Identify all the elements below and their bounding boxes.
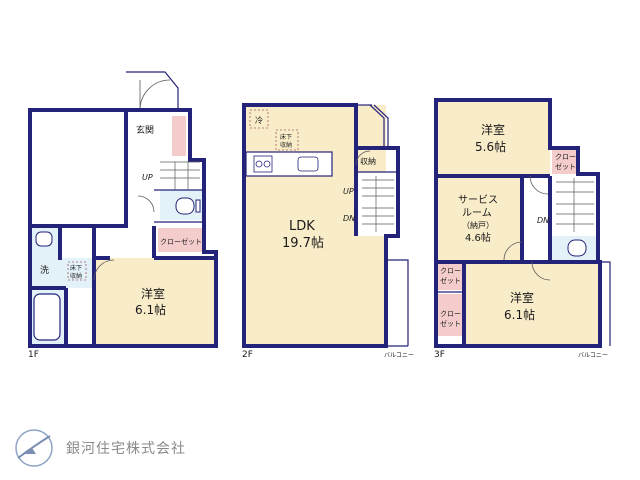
- f2-floor-storage-1: 床下: [280, 133, 292, 141]
- f3-floor-label: 3F: [434, 350, 445, 360]
- floor-2: 冷 床下 収納 収納 UP DN LDK 19.7帖 2F バルコニー: [242, 103, 414, 360]
- f1-storage-label-2: 収納: [70, 272, 82, 280]
- f3-western-room-1: [436, 100, 550, 176]
- f3-closet3-label-1: クロー: [440, 310, 461, 318]
- f1-closet: [158, 228, 204, 252]
- f3-western-room-2: [464, 262, 600, 346]
- f3-service-size: 4.6帖: [465, 231, 491, 244]
- f2-storage-label: 収納: [360, 156, 376, 166]
- f1-western-room: [94, 258, 216, 346]
- f2-ldk-size: 19.7帖: [282, 236, 324, 251]
- f3-closet-3: [436, 294, 464, 336]
- f1-closet-label: クローゼット: [160, 237, 202, 246]
- f2-dn-label: DN: [343, 214, 355, 223]
- floor-3: 洋室 5.6帖 クロー ゼット サービス ルーム （納戸） 4.6帖 DN クロ…: [434, 98, 611, 360]
- f2-storage: [356, 148, 382, 172]
- f1-wash-label: 洗: [40, 264, 49, 276]
- f1-room-name: 洋室: [141, 286, 165, 301]
- f3-room2-size: 6.1帖: [504, 307, 535, 322]
- f2-floor-storage-2: 収納: [280, 141, 292, 149]
- f3-service-label-1: サービス: [458, 194, 498, 206]
- f3-balcony-label: バルコニー: [578, 352, 608, 359]
- f3-closet2-label-1: クロー: [440, 267, 461, 275]
- f3-service-room: [436, 176, 522, 260]
- f3-closet1-label-2: ゼット: [555, 162, 576, 171]
- f1-entrance-label: 玄関: [136, 124, 154, 136]
- company-name: 銀河住宅株式会社: [66, 441, 186, 457]
- f3-room1-name: 洋室: [481, 122, 505, 137]
- f1-laundry: [30, 258, 94, 288]
- f3-service-label-2: ルーム: [462, 207, 492, 219]
- f3-dn-label: DN: [537, 216, 549, 225]
- f3-closet2-label-2: ゼット: [440, 276, 461, 285]
- f2-ldk-name: LDK: [289, 219, 315, 234]
- f3-closet-1: [552, 148, 578, 174]
- company-logo: 銀河住宅株式会社: [10, 424, 186, 472]
- f1-room-size: 6.1帖: [135, 302, 166, 317]
- f3-room2-name: 洋室: [510, 290, 534, 305]
- f3-service-label-3: （納戸）: [462, 220, 494, 230]
- f1-up-label: UP: [142, 173, 153, 182]
- f3-closet3-label-2: ゼット: [440, 319, 461, 328]
- f3-closet1-label-1: クロー: [555, 153, 576, 161]
- f2-fridge-label: 冷: [255, 115, 263, 125]
- f2-floor-label: 2F: [242, 350, 253, 360]
- f3-closet-2: [436, 262, 464, 290]
- floor-1: 玄関 UP クローゼット 洗 床下 収納 洋室 6.1帖 1F: [28, 71, 218, 360]
- f1-floor-label: 1F: [28, 350, 39, 360]
- logo-mark-icon: [15, 429, 53, 467]
- f3-room1-size: 5.6帖: [475, 139, 506, 154]
- f2-balcony-label: バルコニー: [384, 352, 414, 359]
- f2-up-label: UP: [343, 187, 354, 196]
- f1-storage-label-1: 床下: [70, 264, 82, 272]
